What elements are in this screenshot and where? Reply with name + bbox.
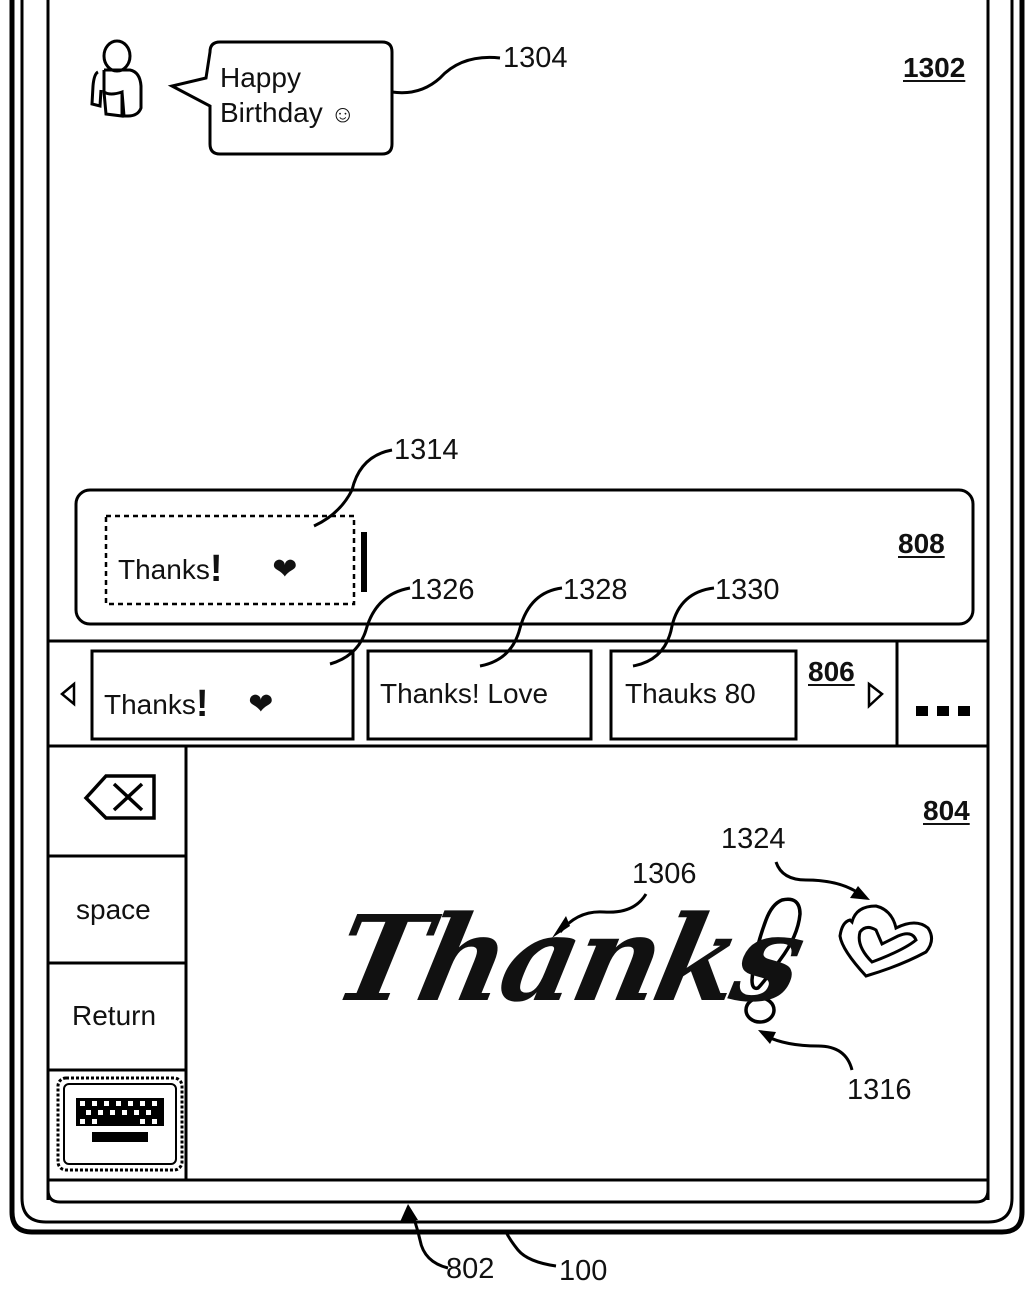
candidate-1[interactable]: Thanks! ❤ xyxy=(104,683,274,723)
leader-1316 xyxy=(765,1034,854,1071)
space-key[interactable]: space xyxy=(76,894,151,925)
more-dot-2 xyxy=(937,706,949,716)
avatar-icon xyxy=(90,39,143,118)
leader-1324 xyxy=(774,861,861,896)
leader-100 xyxy=(504,1231,557,1268)
handwritten-word: Thanks xyxy=(323,889,813,1028)
ref-candidate-1: 1326 xyxy=(410,574,475,606)
text-cursor xyxy=(361,532,367,592)
ref-heart: 1324 xyxy=(721,823,786,855)
next-arrow-icon xyxy=(867,681,884,709)
leader-1328 xyxy=(479,586,563,668)
ref-candidate-bar: 806 xyxy=(808,656,855,687)
leader-1314 xyxy=(313,448,393,528)
arrowhead-1316 xyxy=(758,1030,776,1044)
handwritten-heart xyxy=(838,904,933,978)
device-outline xyxy=(9,0,1025,1235)
leader-1326 xyxy=(329,586,411,666)
arrowhead-1306 xyxy=(552,916,570,938)
input-heart-icon: ❤ xyxy=(272,553,298,586)
candidate-3[interactable]: Thauks 80 xyxy=(625,678,756,709)
candidate-box-1 xyxy=(90,649,355,741)
input-exclamation: ! xyxy=(209,548,223,590)
ref-screen: 1302 xyxy=(903,52,966,83)
leader-1330 xyxy=(632,586,715,668)
candidate-box-2 xyxy=(366,649,593,741)
message-line-1: Happy xyxy=(220,62,301,93)
return-key[interactable]: Return xyxy=(72,1000,157,1031)
screen-bottom-edge xyxy=(46,1180,990,1204)
ref-candidate-2: 1328 xyxy=(563,574,628,606)
message-line-2-text: Birthday xyxy=(220,97,323,128)
keyboard-icon xyxy=(56,1076,184,1172)
smiley-icon: ☺ xyxy=(330,101,356,128)
ref-handwriting-area: 804 xyxy=(923,795,970,826)
ref-exclamation: 1316 xyxy=(847,1074,912,1106)
candidate-box-3 xyxy=(609,649,798,741)
input-field-content[interactable]: Thanks! ❤ xyxy=(118,548,298,588)
more-dot-3 xyxy=(958,706,970,716)
ref-message-bubble: 1304 xyxy=(503,42,568,74)
candidate-1-heart-icon: ❤ xyxy=(248,688,274,721)
candidate-2[interactable]: Thanks! Love xyxy=(380,678,549,709)
backspace-icon xyxy=(83,774,156,820)
arrowhead-802 xyxy=(400,1204,418,1222)
message-bubble-shape xyxy=(167,40,394,156)
ref-touch-screen: 802 xyxy=(446,1253,495,1285)
input-text: Thanks xyxy=(118,554,210,585)
more-dot-1 xyxy=(916,706,928,716)
ref-text-input-area: 808 xyxy=(898,528,945,559)
candidate-1-exclamation: ! xyxy=(195,683,209,725)
leader-1306 xyxy=(558,893,648,933)
handwritten-exclamation xyxy=(744,897,802,1024)
ref-selected-input: 1314 xyxy=(394,434,459,466)
leader-1304 xyxy=(391,55,501,95)
arrowhead-1324 xyxy=(850,886,870,900)
ref-handwriting: 1306 xyxy=(632,858,697,890)
selected-input-box xyxy=(104,514,356,606)
text-input-area xyxy=(74,488,975,626)
candidate-1-text: Thanks xyxy=(104,689,196,720)
message-line-2: Birthday ☺ xyxy=(220,99,355,127)
prev-arrow-icon xyxy=(60,681,76,707)
screen-border xyxy=(20,0,1014,1224)
ref-candidate-3: 1330 xyxy=(715,574,780,606)
ref-device: 100 xyxy=(559,1255,608,1287)
